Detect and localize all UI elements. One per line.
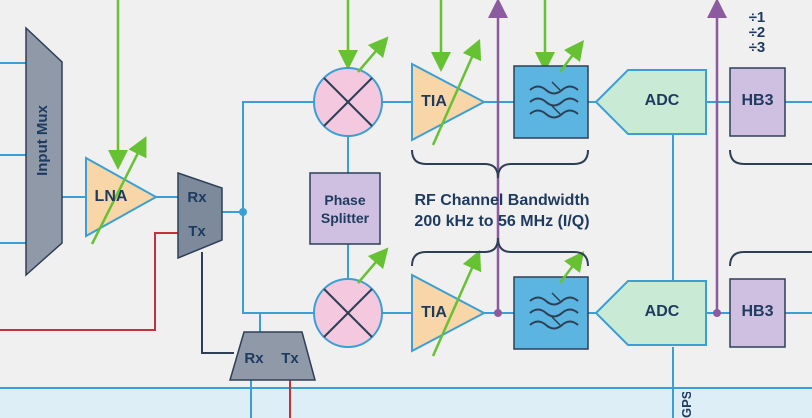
mixer-q: [313, 247, 389, 348]
adc-label-q: ADC: [644, 303, 680, 320]
input-mux-text: Input Mux: [33, 104, 51, 176]
tia-amplifier-q: [411, 273, 487, 353]
bandwidth-brace-top: [411, 149, 589, 179]
tia-label-q: TIA: [421, 304, 447, 321]
switch-tx-label: Tx: [188, 223, 206, 240]
divider-ratio: ÷2: [748, 24, 766, 41]
tia-label-i: TIA: [421, 93, 447, 110]
input-mux-block: [25, 26, 63, 277]
control-arrows: [108, 0, 555, 170]
mixer-i: [313, 36, 389, 137]
bandwidth-range: 200 kHz to 56 MHz (I/Q): [414, 213, 590, 230]
rx-switch-wire: [201, 252, 234, 354]
hb3-label-i: HB3: [741, 92, 774, 109]
lna-label: LNA: [94, 188, 128, 205]
hb3-block-i: [729, 67, 786, 137]
tx-wire: [0, 232, 178, 331]
lowpass-filter-i: [513, 40, 589, 139]
hb3-brace-top: [729, 149, 812, 165]
hb3-brace-bottom: [729, 251, 812, 267]
signal-wires: [0, 62, 812, 418]
hb3-block-q: [729, 278, 786, 348]
tia-gain-arrow: [431, 38, 482, 146]
clock-node: [494, 309, 502, 317]
junction-dot: [239, 208, 247, 216]
clock-node: [713, 309, 721, 317]
phase-splitter-block: [309, 172, 381, 245]
lna-amplifier: [85, 156, 159, 238]
switch-rx-label: Rx: [187, 189, 207, 206]
divider-ratio: ÷1: [748, 9, 766, 26]
bandwidth-title: RF Channel Bandwidth: [414, 192, 590, 209]
input-mux-label: Input Mux: [22, 105, 62, 176]
adc-label-i: ADC: [644, 92, 680, 109]
phase-splitter-label-1: Phase: [324, 192, 366, 208]
rxtx-switch-block: [177, 171, 223, 260]
hb3-label-q: HB3: [741, 303, 774, 320]
bandwidth-brace-bottom: [411, 237, 589, 267]
tia-amplifier-i: [411, 62, 487, 142]
divider-ratio: ÷3: [748, 39, 766, 56]
lna-gain-arrow: [90, 136, 147, 245]
bottom-rx-label: Rx: [244, 350, 264, 367]
clock-wires: [488, 0, 727, 313]
bottom-rxtx-switch: [229, 331, 316, 381]
adc-block-i: [594, 69, 707, 135]
phase-splitter-label-2: Splitter: [320, 210, 370, 226]
bottom-tx-label: Tx: [281, 350, 299, 367]
bandwidth-annotation: RF Channel Bandwidth 200 kHz to 56 MHz (…: [382, 190, 622, 232]
gps-label: GPS: [677, 392, 697, 418]
gps-text: GPS: [679, 392, 694, 418]
tia-gain-arrow: [431, 249, 482, 357]
adc-block-q: [594, 280, 707, 346]
bottom-bus-band: [0, 388, 812, 418]
lowpass-filter-q: [513, 251, 589, 350]
divider-ratios: ÷1 ÷2 ÷3: [742, 10, 772, 55]
